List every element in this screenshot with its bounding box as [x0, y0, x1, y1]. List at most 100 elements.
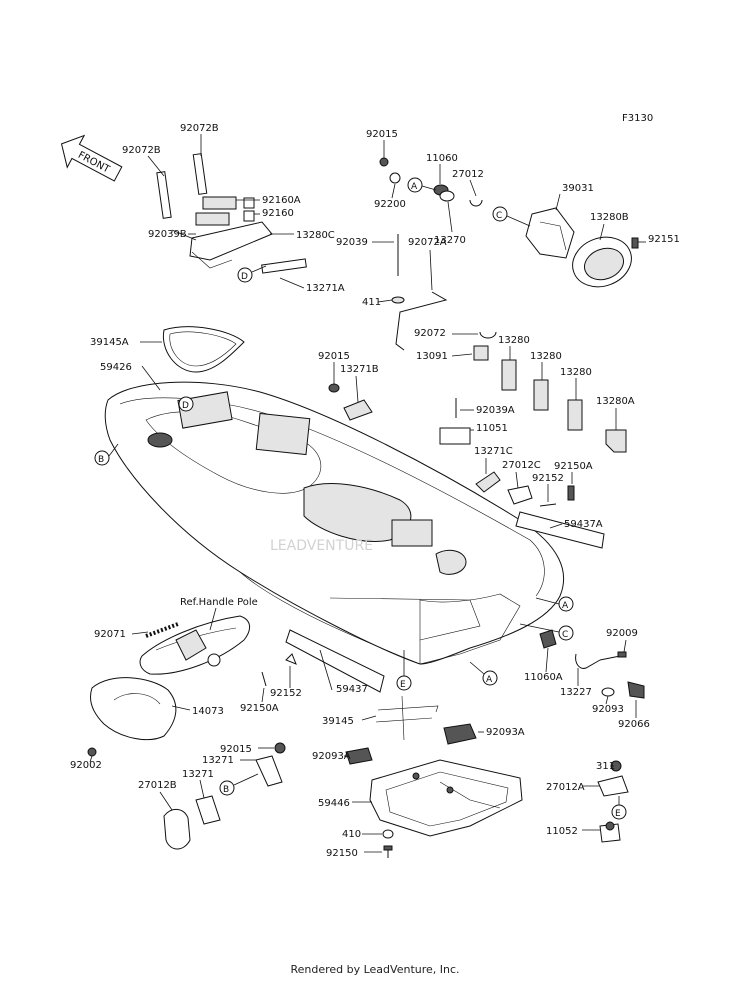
- hull-right-parts: [475, 471, 605, 549]
- label-92151: 92151: [648, 234, 680, 245]
- middle-hardware: [328, 234, 627, 453]
- label-59437: 59437: [336, 684, 368, 695]
- label-27012A: 27012A: [546, 782, 585, 793]
- label-13280-c: 13280: [560, 367, 592, 378]
- label-92072A: 92072A: [408, 237, 447, 248]
- center-rails: [261, 629, 477, 765]
- bottom-left-plates: [163, 742, 286, 850]
- callout-a-top: A: [407, 177, 423, 193]
- svg-text:A: A: [486, 675, 493, 685]
- label-13280A: 13280A: [596, 396, 635, 407]
- label-92039A: 92039A: [476, 405, 515, 416]
- label-39145A: 39145A: [90, 337, 129, 348]
- callout-c-top: C: [492, 206, 508, 222]
- label-411: 411: [362, 297, 381, 308]
- callout-b-hull: B: [94, 450, 110, 466]
- center-top-hardware: [379, 157, 483, 207]
- label-92200: 92200: [374, 199, 406, 210]
- label-92015-c: 92015: [220, 744, 252, 755]
- label-13271A: 13271A: [306, 283, 345, 294]
- label-92039B: 92039B: [148, 229, 187, 240]
- label-92150: 92150: [326, 848, 358, 859]
- label-92152-b: 92152: [270, 688, 302, 699]
- label-39031: 39031: [562, 183, 594, 194]
- label-11051: 11051: [476, 423, 508, 434]
- ref-handle-pole-note: Ref.Handle Pole: [180, 597, 258, 608]
- label-311: 311: [596, 761, 615, 772]
- label-13227: 13227: [560, 687, 592, 698]
- label-92093: 92093: [592, 704, 624, 715]
- label-13271C: 13271C: [474, 446, 513, 457]
- label-13271B: 13271B: [340, 364, 379, 375]
- label-39145: 39145: [322, 716, 354, 727]
- label-13280C: 13280C: [296, 230, 335, 241]
- label-59446: 59446: [318, 798, 350, 809]
- label-13271-a: 13271: [202, 755, 234, 766]
- front-arrow-icon: FRONT: [60, 134, 123, 182]
- label-11060: 11060: [426, 153, 458, 164]
- label-13280-a: 13280: [498, 335, 530, 346]
- label-92002: 92002: [70, 760, 102, 771]
- label-11052: 11052: [546, 826, 578, 837]
- label-14073: 14073: [192, 706, 224, 717]
- label-92160: 92160: [262, 208, 294, 219]
- label-92015-b: 92015: [318, 351, 350, 362]
- svg-text:C: C: [496, 211, 502, 221]
- label-27012B: 27012B: [138, 780, 177, 791]
- label-92150A-a: 92150A: [554, 461, 593, 472]
- hatch-seal-ring: [162, 326, 245, 373]
- svg-text:E: E: [615, 809, 621, 819]
- label-92039: 92039: [336, 237, 368, 248]
- handle-pole-mount: [139, 615, 250, 675]
- svg-text:C: C: [562, 630, 568, 640]
- label-13280-b: 13280: [530, 351, 562, 362]
- label-92152-a: 92152: [532, 473, 564, 484]
- callout-c-hull: C: [558, 625, 574, 641]
- label-92150A-b: 92150A: [240, 703, 279, 714]
- footer-credit: Rendered by LeadVenture, Inc.: [290, 963, 460, 976]
- svg-text:B: B: [223, 785, 229, 795]
- label-13271-b: 13271: [182, 769, 214, 780]
- svg-text:A: A: [562, 601, 569, 611]
- svg-text:A: A: [411, 182, 418, 192]
- ride-plate: [369, 759, 523, 858]
- label-92093A-b: 92093A: [312, 751, 351, 762]
- svg-text:E: E: [400, 680, 406, 690]
- label-92071: 92071: [94, 629, 126, 640]
- seat-strap-assembly: [156, 153, 307, 274]
- callout-b-bottom: B: [219, 780, 235, 796]
- label-13091: 13091: [416, 351, 448, 362]
- label-59426: 59426: [100, 362, 132, 373]
- callout-e-bottom: E: [611, 804, 627, 820]
- label-11060A: 11060A: [524, 672, 563, 683]
- label-92015-a: 92015: [366, 129, 398, 140]
- hull-body: LEADVENTURE: [104, 381, 565, 665]
- label-92072: 92072: [414, 328, 446, 339]
- label-27012: 27012: [452, 169, 484, 180]
- label-92072B-2: 92072B: [122, 145, 161, 156]
- label-92093A-a: 92093A: [486, 727, 525, 738]
- intake-cover-assembly: [525, 207, 639, 288]
- callout-d-top: D: [237, 267, 253, 283]
- label-92009: 92009: [606, 628, 638, 639]
- callout-d-hull: D: [178, 396, 194, 412]
- watermark: LEADVENTURE: [270, 538, 373, 554]
- label-13280B: 13280B: [590, 212, 629, 223]
- label-410: 410: [342, 829, 361, 840]
- label-92066: 92066: [618, 719, 650, 730]
- label-13270: 13270: [434, 235, 466, 246]
- svg-text:D: D: [241, 272, 248, 282]
- svg-text:B: B: [98, 455, 104, 465]
- label-59437A: 59437A: [564, 519, 603, 530]
- label-92160A: 92160A: [262, 195, 301, 206]
- callout-e-hull: E: [396, 675, 412, 691]
- callout-a-hull-right: A: [558, 596, 574, 612]
- drain-hardware: [539, 629, 645, 699]
- figure-code: F3130: [622, 113, 653, 124]
- svg-text:D: D: [182, 401, 189, 411]
- label-27012C: 27012C: [502, 460, 541, 471]
- bottom-right-bracket: [597, 760, 629, 843]
- label-92072B-1: 92072B: [180, 123, 219, 134]
